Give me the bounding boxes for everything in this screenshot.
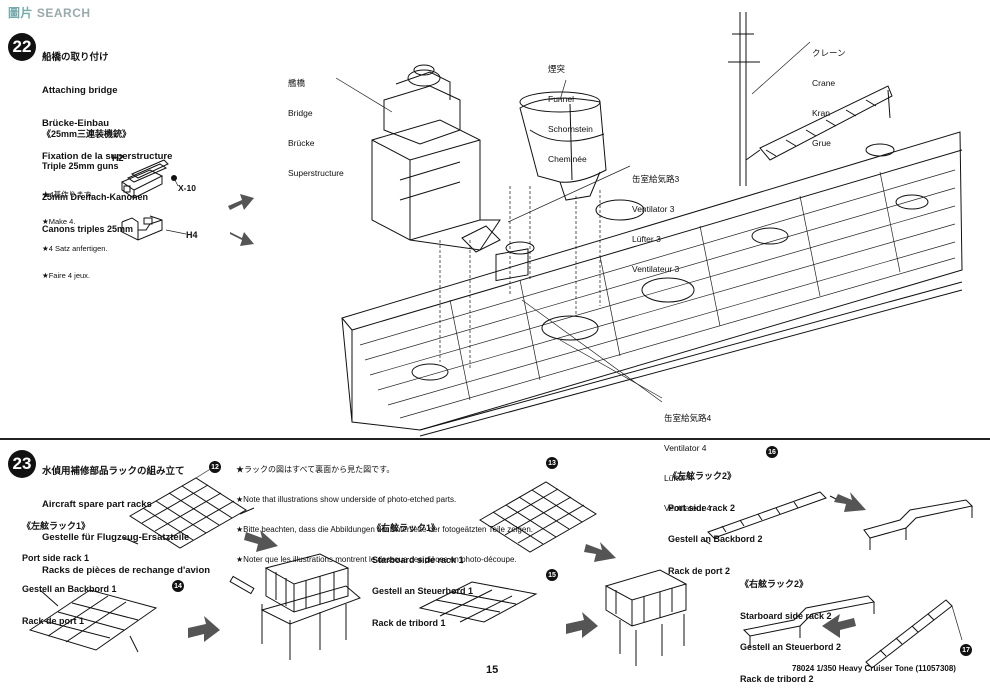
part-badge-15: 15 [546,569,558,581]
ventilator-4-label: 缶室給気路4 Ventilator 4 Lüfter 4 Ventilateur… [664,413,712,513]
triple-gun-drawing [120,159,187,241]
step-number-22: 22 [8,33,36,61]
port-rack-2-label: 《左舷ラック2》 Port side rack 2 Gestell an Bac… [668,471,763,576]
step-23-title: 水偵用補修部品ラックの組み立て Aircraft spare part rack… [42,466,211,576]
bridge-label: 艦橋 Bridge Brücke Superstructure [288,78,344,178]
step-number-23: 23 [8,450,36,478]
port-rack-1-grid [123,477,255,549]
rack-drawings [28,467,974,669]
part-h2-label: H2 [112,153,124,163]
part-badge-16: 16 [766,446,778,458]
watermark: 圖片 SEARCH [8,6,91,20]
part-h4-label: H4 [186,230,198,240]
part-badge-12: 12 [209,461,221,473]
part-badge-14: 14 [172,580,184,592]
part-badge-17: 17 [960,644,972,656]
triple-guns-label: 《25mm三連装機銃》 Triple 25mm guns 25mm Dreifa… [42,129,149,234]
page-number: 15 [486,664,499,676]
make-four-note: ★4基作ります。 ★Make 4. ★4 Satz anfertigen. ★F… [42,190,108,280]
ship-assembly-drawing [335,12,963,437]
step22-arrows [228,194,254,246]
step-22-title: 船橋の取り付け Attaching bridge Brücke-Einbau F… [42,52,173,162]
part-badge-13: 13 [546,457,558,469]
product-code: 78024 1/350 Heavy Cruiser Tone (11057308… [792,664,956,673]
step-divider [0,438,990,440]
crane-label: クレーン Crane Kran Grue [812,48,846,148]
part-x10-label: X-10 [178,183,196,193]
starboard-rack-1-label: 《右舷ラック1》 Starboard side rack 1 Gestell a… [372,523,474,628]
photo-etch-note: ★ラックの図はすべて裏面から見た図です。 ★Note that illustra… [236,465,534,564]
port-rack-1-label: 《左舷ラック1》 Port side rack 1 Gestell an Bac… [22,521,117,626]
